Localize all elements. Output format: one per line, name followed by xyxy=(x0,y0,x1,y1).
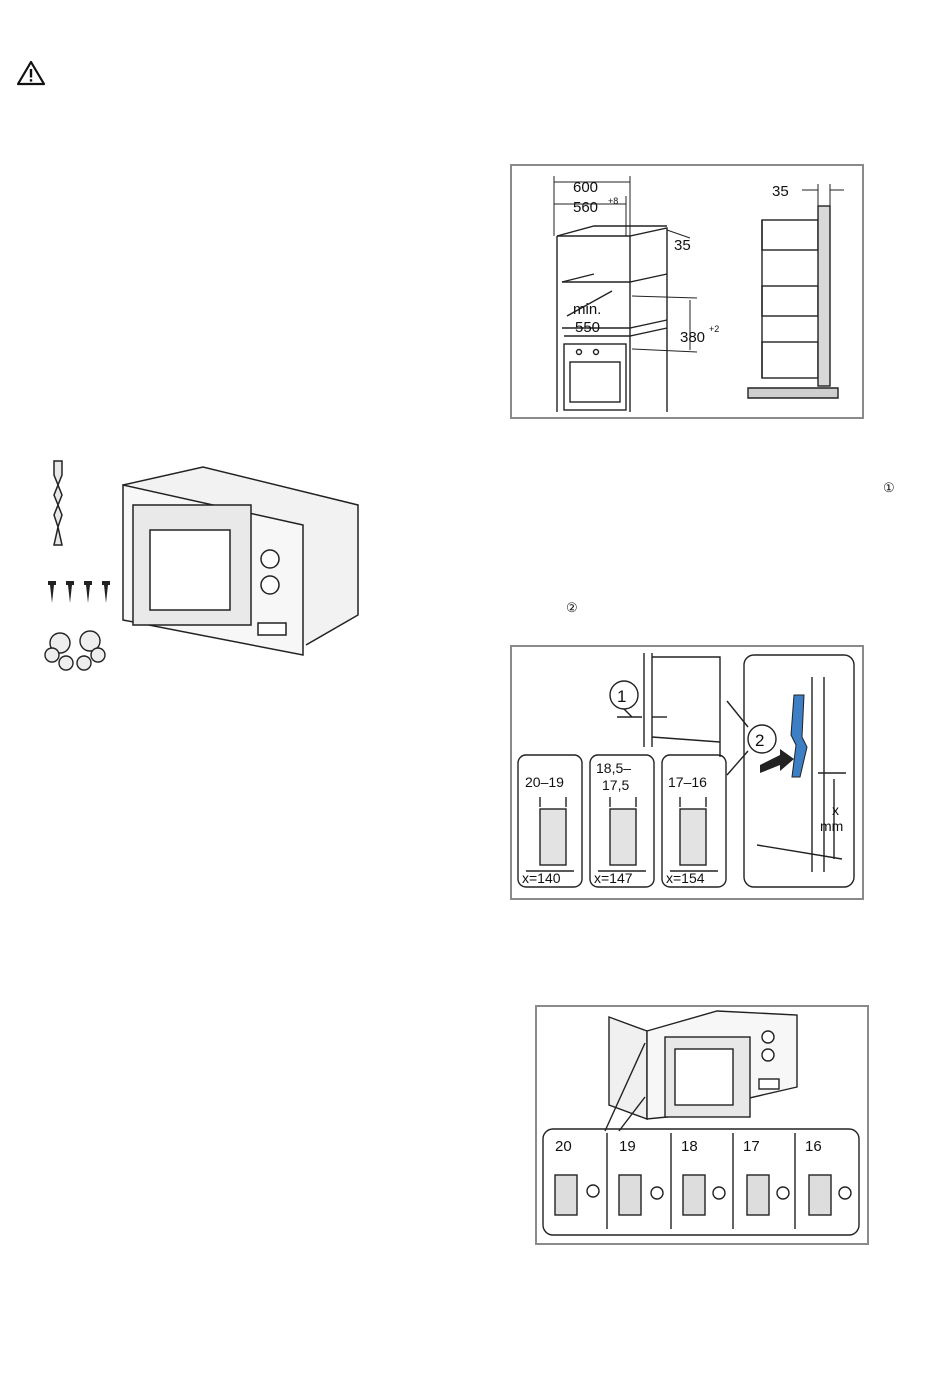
callout-1: 1 xyxy=(617,687,626,706)
step-marker-2: ② xyxy=(566,600,578,616)
option-2-x: x=147 xyxy=(594,870,633,886)
mm-label: mm xyxy=(820,818,843,834)
spacer-18-label: 18 xyxy=(681,1138,698,1155)
min-550-label: 550 xyxy=(575,319,600,336)
mounting-bracket-icon xyxy=(54,461,62,545)
callout-2: 2 xyxy=(755,731,764,750)
option-2-range-top: 18,5– xyxy=(596,760,631,776)
spacer-19-label: 19 xyxy=(619,1138,636,1155)
dim-380-label: 380 xyxy=(680,329,705,346)
option-2-range-bottom: 17,5 xyxy=(602,777,629,793)
cabinet-dimensions-figure: 600 560 +8 35 min. 550 380 +2 35 xyxy=(510,164,864,419)
min-label: min. xyxy=(573,301,601,318)
dim-560-tolerance: +8 xyxy=(608,196,618,206)
x-label: x xyxy=(832,802,839,818)
dim-35-front-label: 35 xyxy=(674,237,691,254)
step-marker-1: ① xyxy=(883,480,895,496)
dim-380-tolerance: +2 xyxy=(709,324,719,334)
spacer-17-label: 17 xyxy=(743,1138,760,1155)
screws-icon xyxy=(48,581,110,603)
cabinet-dimensions-drawing: 600 560 +8 35 min. 550 380 +2 35 xyxy=(512,166,862,417)
spacer-20-label: 20 xyxy=(555,1138,572,1155)
option-3-range: 17–16 xyxy=(668,774,707,790)
microwave-icon xyxy=(123,467,358,655)
dim-600-label: 600 xyxy=(573,179,598,196)
spacers-icon xyxy=(45,631,105,670)
warning-triangle-icon xyxy=(17,60,45,86)
option-3-x: x=154 xyxy=(666,870,705,886)
dim-560-label: 560 xyxy=(573,199,598,216)
bracket-position-figure: 1 20–19 x=140 18,5– 17,5 x=147 17–16 x=1… xyxy=(510,645,864,900)
spacer-thickness-figure: 20 19 18 17 16 xyxy=(535,1005,869,1245)
dim-35-side-label: 35 xyxy=(772,183,789,200)
option-1-range: 20–19 xyxy=(525,774,564,790)
microwave-parts-illustration xyxy=(38,455,368,685)
option-1-x: x=140 xyxy=(522,870,561,886)
spacer-thickness-drawing: 20 19 18 17 16 xyxy=(537,1007,867,1243)
spacer-16-label: 16 xyxy=(805,1138,822,1155)
bracket-position-drawing: 1 20–19 x=140 18,5– 17,5 x=147 17–16 x=1… xyxy=(512,647,862,898)
